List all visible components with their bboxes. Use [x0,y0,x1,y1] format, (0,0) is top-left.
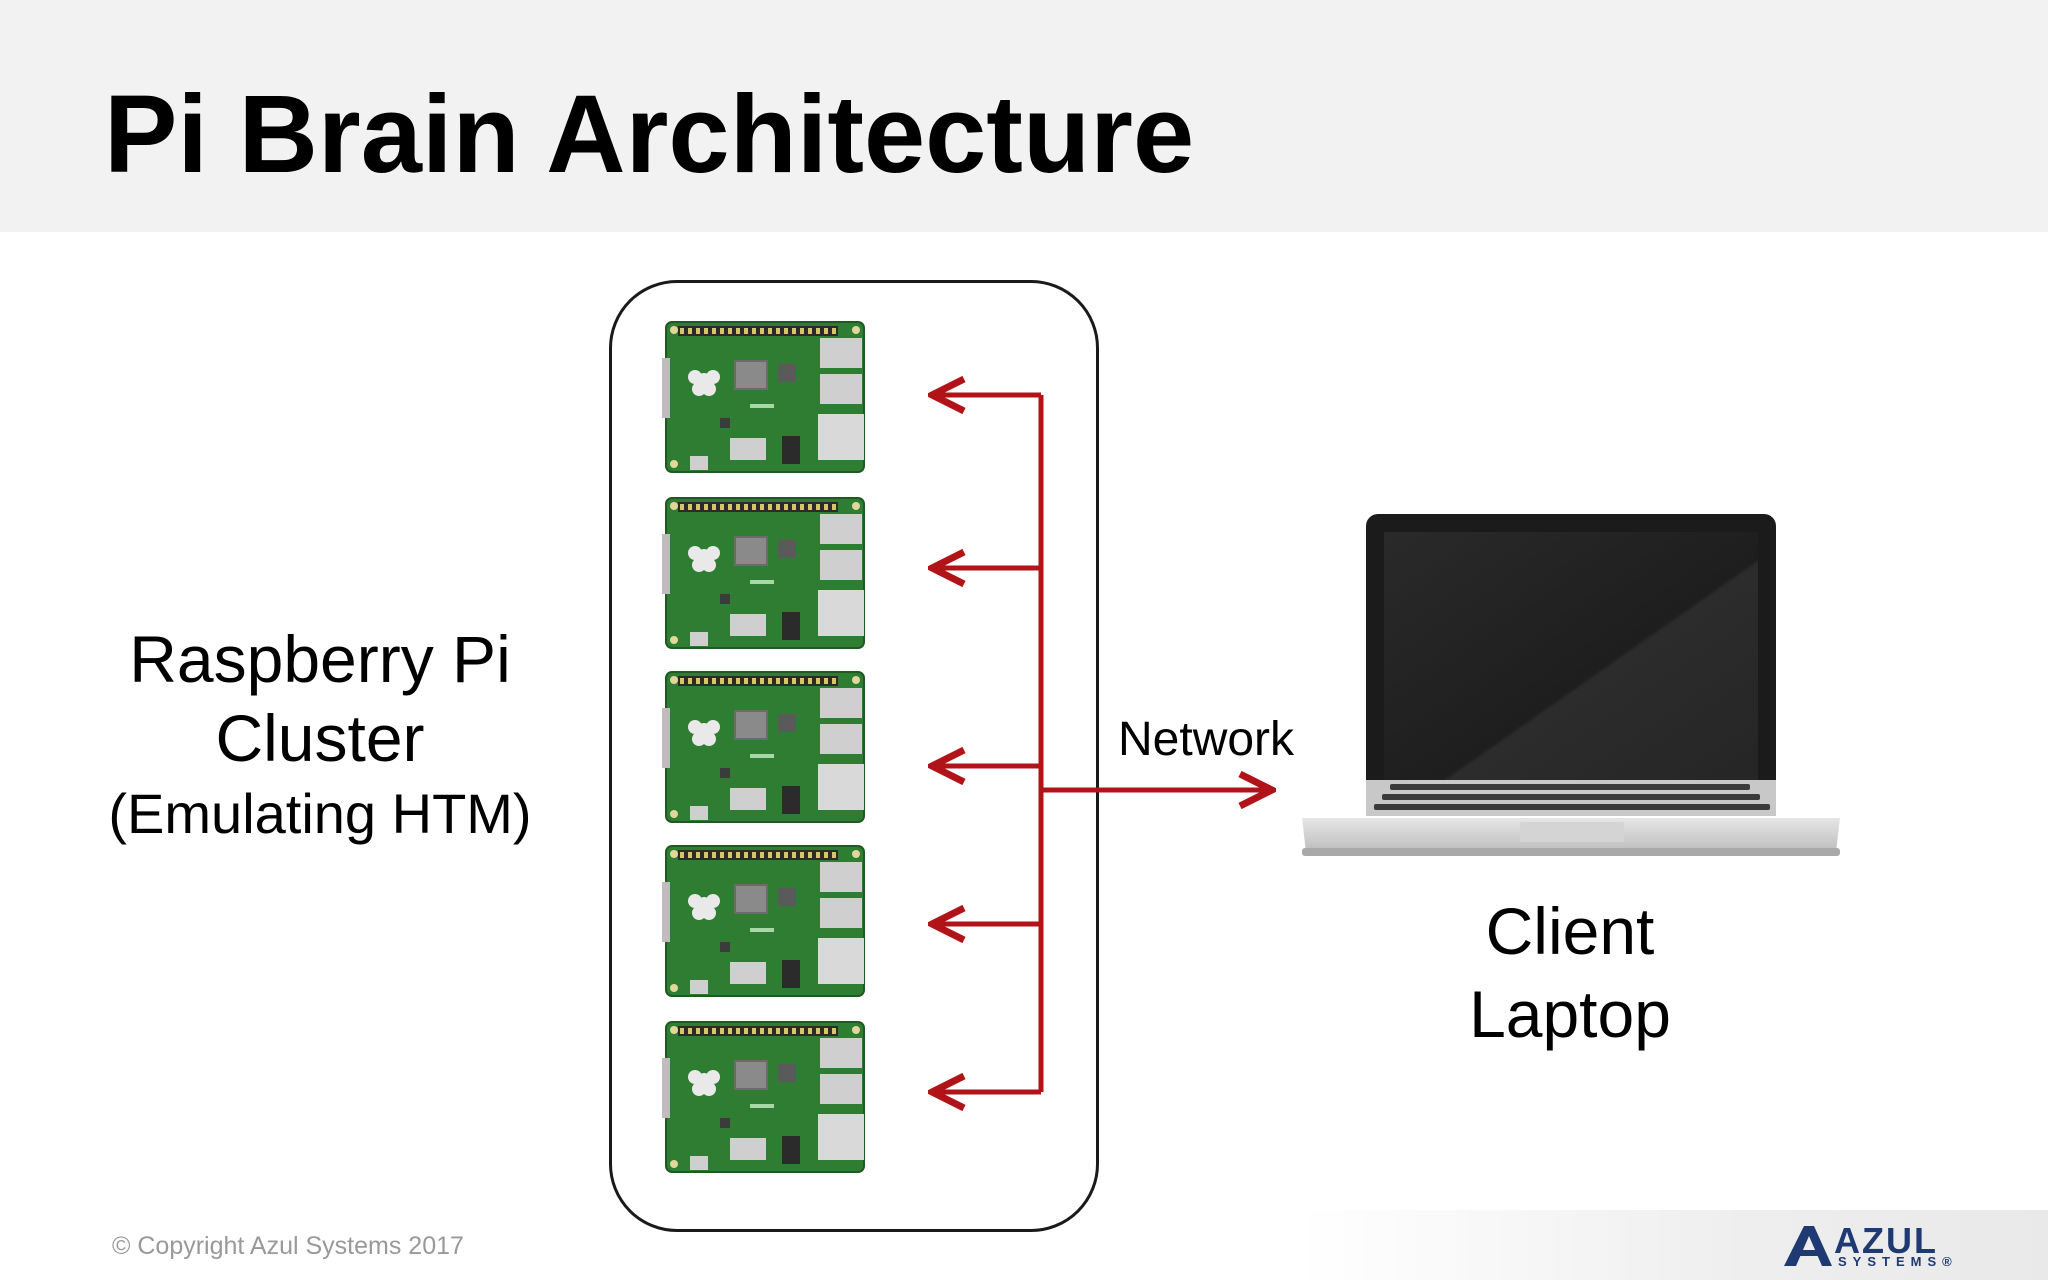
raspberry-pi-board-icon [660,668,914,830]
raspberry-pi-board-icon [660,318,914,480]
copyright-text: © Copyright Azul Systems 2017 [112,1232,464,1260]
laptop-label-line1: Client [1485,894,1655,968]
cluster-label-line2: Cluster [215,701,425,776]
azul-logo-mark-icon [1784,1226,1832,1266]
azul-logo: AZUL SYSTEMS® [1780,1220,1960,1270]
footer-band [1300,1210,2048,1280]
cluster-label-line3: (Emulating HTM) [108,782,532,846]
cluster-label: Raspberry Pi Cluster (Emulating HTM) [60,620,580,848]
laptop-icon [1302,514,1840,856]
raspberry-pi-board-icon [660,494,914,656]
title-bar [0,0,2048,232]
azul-logo-word: AZUL [1834,1220,1938,1261]
network-label: Network [1118,713,1295,766]
laptop-label: Client Laptop [1380,890,1760,1055]
slide-title: Pi Brain Architecture [104,73,1195,196]
azul-logo-subword: SYSTEMS® [1838,1254,1958,1269]
raspberry-pi-board-icon [660,1018,914,1180]
laptop-label-line2: Laptop [1469,976,1671,1051]
cluster-label-line1: Raspberry Pi [129,622,511,696]
raspberry-pi-board-icon [660,842,914,1004]
